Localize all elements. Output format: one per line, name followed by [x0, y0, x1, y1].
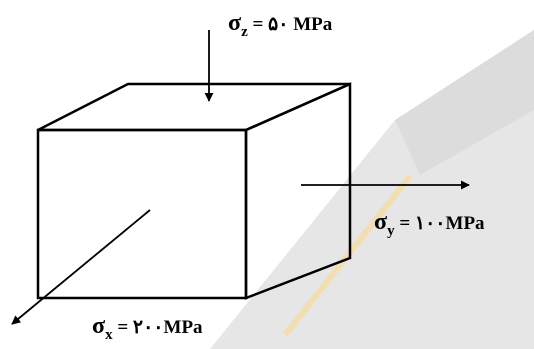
- label-sigma-x: σx = ۲۰۰MPa: [92, 313, 203, 343]
- label-sigma-y: σy = ۱۰۰MPa: [374, 209, 485, 239]
- stress-cube: [36, 82, 352, 300]
- cube-right-face: [244, 82, 352, 300]
- arrow-sigma-x: [11, 209, 151, 325]
- cube-top-face: [37, 82, 351, 132]
- background-watermark: [210, 30, 534, 349]
- label-sigma-z: σz = ۵۰ MPa: [228, 10, 333, 40]
- watermark-shape-highlight: [395, 30, 534, 175]
- watermark-accent-line: [282, 174, 413, 337]
- cube-front-face: [36, 128, 248, 300]
